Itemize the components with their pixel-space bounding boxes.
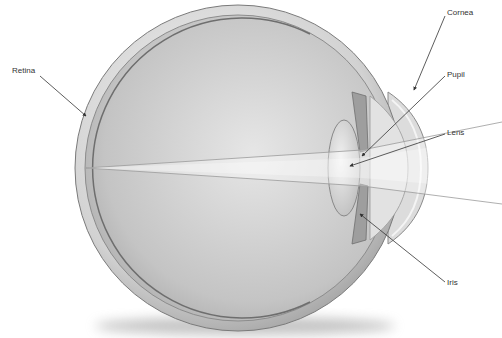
light-rays [86, 122, 502, 204]
leader-line [362, 76, 445, 156]
part-label: Pupil [447, 70, 465, 80]
leader-line [414, 16, 445, 90]
ray-edges [86, 122, 502, 204]
leader-line [40, 76, 86, 116]
part-label: Iris [447, 278, 458, 288]
leader-line [360, 214, 445, 282]
part-label: Retina [12, 66, 35, 76]
part-label: Cornea [447, 8, 473, 18]
light-rays-inner [86, 136, 502, 190]
leader-line [350, 134, 445, 166]
part-label: Lens [447, 128, 464, 138]
